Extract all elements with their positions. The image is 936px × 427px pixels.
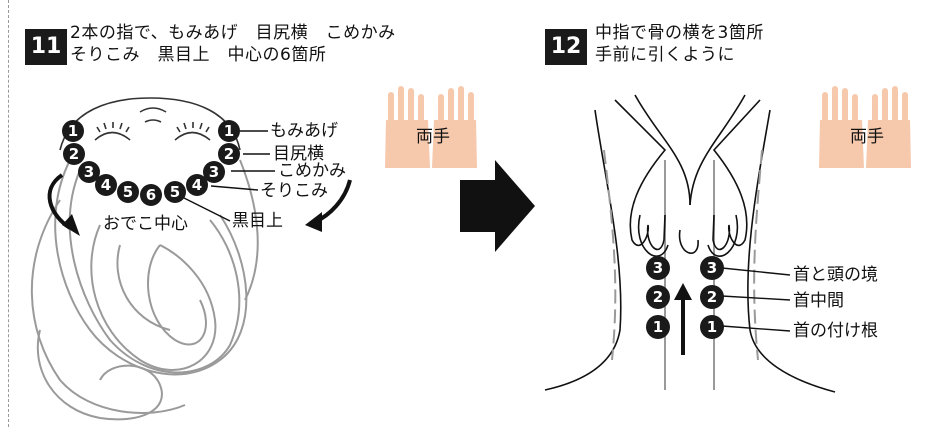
step-11-dot-4 — [95, 174, 117, 196]
step-11-dot-number-9: 3 — [209, 163, 219, 181]
pull-up-arrowhead — [674, 283, 692, 300]
step-11-dot-number-1: 1 — [68, 122, 78, 140]
step-11-dot-9 — [203, 161, 225, 183]
dashed-divider — [8, 0, 9, 427]
step-12-dot-4 — [700, 256, 724, 280]
step-12-dot-group: 3 2 1 3 2 1 — [646, 256, 724, 339]
step-11-title-line1: 2本の指で、もみあげ 目尻横 こめかみ — [70, 23, 396, 43]
label-kuromeue: 黒目上 — [232, 211, 283, 231]
step-11-dot-3 — [78, 161, 100, 183]
step-11-dot-2 — [63, 143, 85, 165]
step-12-dot-1 — [646, 256, 670, 280]
step-11-dot-1 — [62, 120, 84, 142]
right-arrowhead — [305, 212, 322, 232]
step-12-hand-label: 両手 — [850, 127, 884, 147]
face-illustration — [30, 97, 259, 421]
step-12-leader-lines — [721, 267, 791, 332]
step-11-dot-number-7: 5 — [170, 183, 180, 201]
left-arrowhead — [62, 214, 80, 236]
step-12-dot-number-6: 1 — [707, 318, 717, 336]
step-12-dot-number-5: 2 — [707, 288, 717, 306]
step-11-dot-number-11: 1 — [224, 122, 234, 140]
step-12-dot-5 — [700, 285, 724, 309]
label-mejiri: 目尻横 — [273, 144, 324, 164]
step-11-dot-number-3: 3 — [84, 163, 94, 181]
step-11-leader-lines — [177, 130, 275, 222]
label-komekami: こめかみ — [278, 161, 346, 181]
label-kubi-tsukene: 首の付け根 — [793, 321, 878, 341]
step-12-badge: 12 — [545, 29, 587, 65]
step-12-title-line1: 中指で骨の横を3箇所 — [595, 23, 764, 43]
step-11-dot-10 — [218, 143, 240, 165]
step-11-dot-11 — [218, 120, 240, 142]
step-11-dot-number-5: 5 — [123, 183, 133, 201]
step-11-dot-5 — [117, 181, 139, 203]
next-step-arrow — [460, 160, 535, 252]
step-11-dot-7 — [164, 181, 186, 203]
step-11-dot-6 — [140, 184, 162, 206]
label-momiage: もみあげ — [270, 121, 338, 141]
step-11-dot-number-6: 6 — [146, 186, 156, 204]
neck-illustration — [544, 94, 836, 393]
step-12-dot-number-3: 1 — [653, 318, 663, 336]
step-11-title-line2: そりこみ 黒目上 中心の6箇所 — [70, 45, 327, 65]
step-12-dot-6 — [700, 315, 724, 339]
step-11-dot-number-2: 2 — [69, 145, 79, 163]
label-sorikomi: そりこみ — [260, 181, 328, 201]
step-12-title-line2: 手前に引くように — [595, 45, 735, 65]
step-11-dot-8 — [186, 174, 208, 196]
hands-icon — [385, 86, 477, 168]
label-odeko: おでこ中心 — [103, 214, 188, 234]
label-kubi-naka: 首中間 — [793, 291, 844, 311]
step-11-hand-label: 両手 — [416, 127, 450, 147]
step-12-dot-number-4: 3 — [707, 259, 717, 277]
step-12-dot-2 — [646, 285, 670, 309]
step-11-dot-number-4: 4 — [101, 176, 111, 194]
step-12-dot-number-2: 2 — [653, 288, 663, 306]
step-11-dot-number-8: 4 — [192, 176, 202, 194]
label-kubi-atama: 首と頭の境 — [793, 265, 878, 285]
hands-icon-2 — [819, 86, 911, 168]
step-12-dot-3 — [646, 315, 670, 339]
closed-eyes — [94, 107, 211, 141]
step-11-badge: 11 — [25, 29, 67, 65]
step-11-dot-number-10: 2 — [224, 145, 234, 163]
step-12-dot-number-1: 3 — [653, 259, 663, 277]
